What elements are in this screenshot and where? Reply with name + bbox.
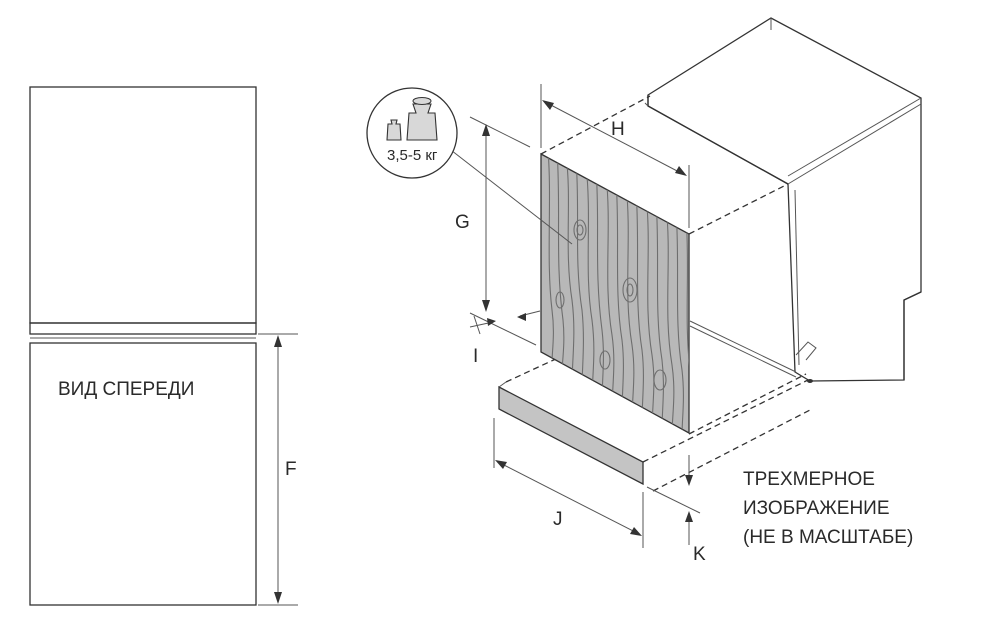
dimension-i: I — [469, 310, 541, 367]
decor-panel — [540, 152, 690, 435]
dimension-g: G — [455, 116, 537, 346]
front-strip — [29, 322, 257, 335]
front-upper-door — [29, 86, 257, 324]
dimension-j-label: J — [553, 509, 563, 530]
dimension-g-label: G — [455, 212, 470, 233]
scale-note-line-2: ИЗОБРАЖЕНИЕ — [743, 498, 890, 519]
dimension-k-label: K — [693, 544, 706, 565]
scale-note-line-3: (НЕ В МАСШТАБЕ) — [743, 527, 913, 548]
front-view-caption: ВИД СПЕРЕДИ — [58, 379, 194, 400]
dimension-h-label: H — [611, 119, 625, 140]
plinth-strip — [498, 381, 644, 486]
front-lower-panel — [29, 342, 257, 606]
dimension-k: K — [646, 455, 706, 565]
dimension-j: J — [493, 418, 644, 548]
dishwasher-body — [644, 17, 922, 383]
iso-view: H G I J — [366, 17, 922, 565]
front-view: ВИД СПЕРЕДИ F — [29, 86, 298, 606]
mounting-rail — [689, 320, 797, 373]
weight-badge: 3,5-5 кг — [366, 87, 573, 245]
scale-note-line-1: ТРЕХМЕРНОЕ — [743, 469, 875, 490]
weight-badge-label: 3,5-5 кг — [387, 147, 438, 164]
weight-icon — [386, 97, 438, 141]
dimension-i-label: I — [473, 346, 478, 367]
dimension-f-label: F — [285, 459, 297, 480]
dimension-h: H — [540, 84, 690, 228]
dimension-f: F — [258, 333, 298, 606]
scale-note: ТРЕХМЕРНОЕ ИЗОБРАЖЕНИЕ (НЕ В МАСШТАБЕ) — [743, 469, 913, 548]
